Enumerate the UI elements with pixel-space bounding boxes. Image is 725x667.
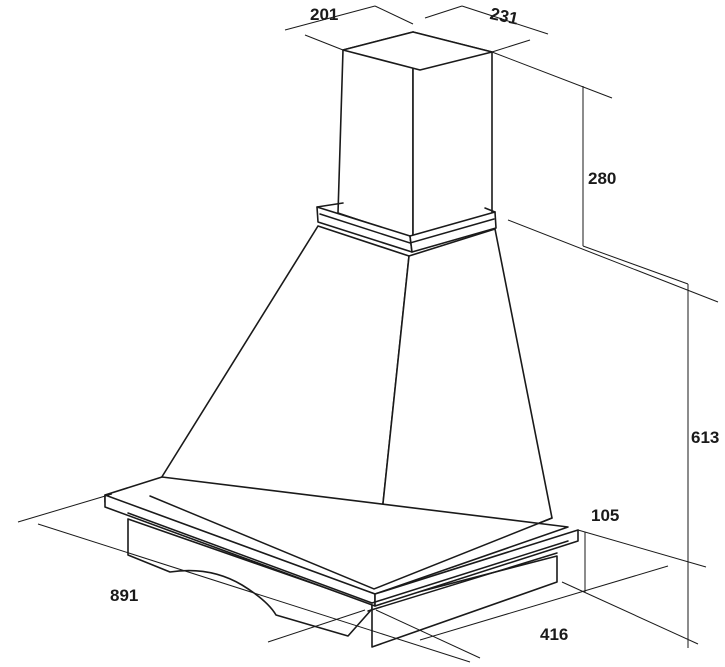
base-molding-line-right	[371, 540, 569, 604]
base-frame	[104, 476, 579, 648]
base-molding-line-lower	[367, 552, 558, 612]
chimney	[337, 31, 493, 239]
collar-molding-right	[409, 211, 497, 253]
dim-total-height: 613	[691, 428, 719, 447]
dim-width: 891	[110, 586, 138, 605]
dim-depth: 416	[540, 625, 568, 644]
dim-chimney-height: 280	[588, 169, 616, 188]
base-molding-line-left	[127, 512, 373, 604]
collar-molding-top	[316, 202, 496, 213]
dim-chimney-depth: 231	[488, 4, 520, 28]
collar-molding-detail	[319, 213, 495, 244]
dim-base-height: 105	[591, 506, 619, 525]
dimension-lines	[17, 5, 719, 663]
dim-chimney-width: 201	[310, 5, 338, 24]
collar-molding	[316, 202, 497, 253]
canopy-bottom-edge	[149, 495, 553, 590]
